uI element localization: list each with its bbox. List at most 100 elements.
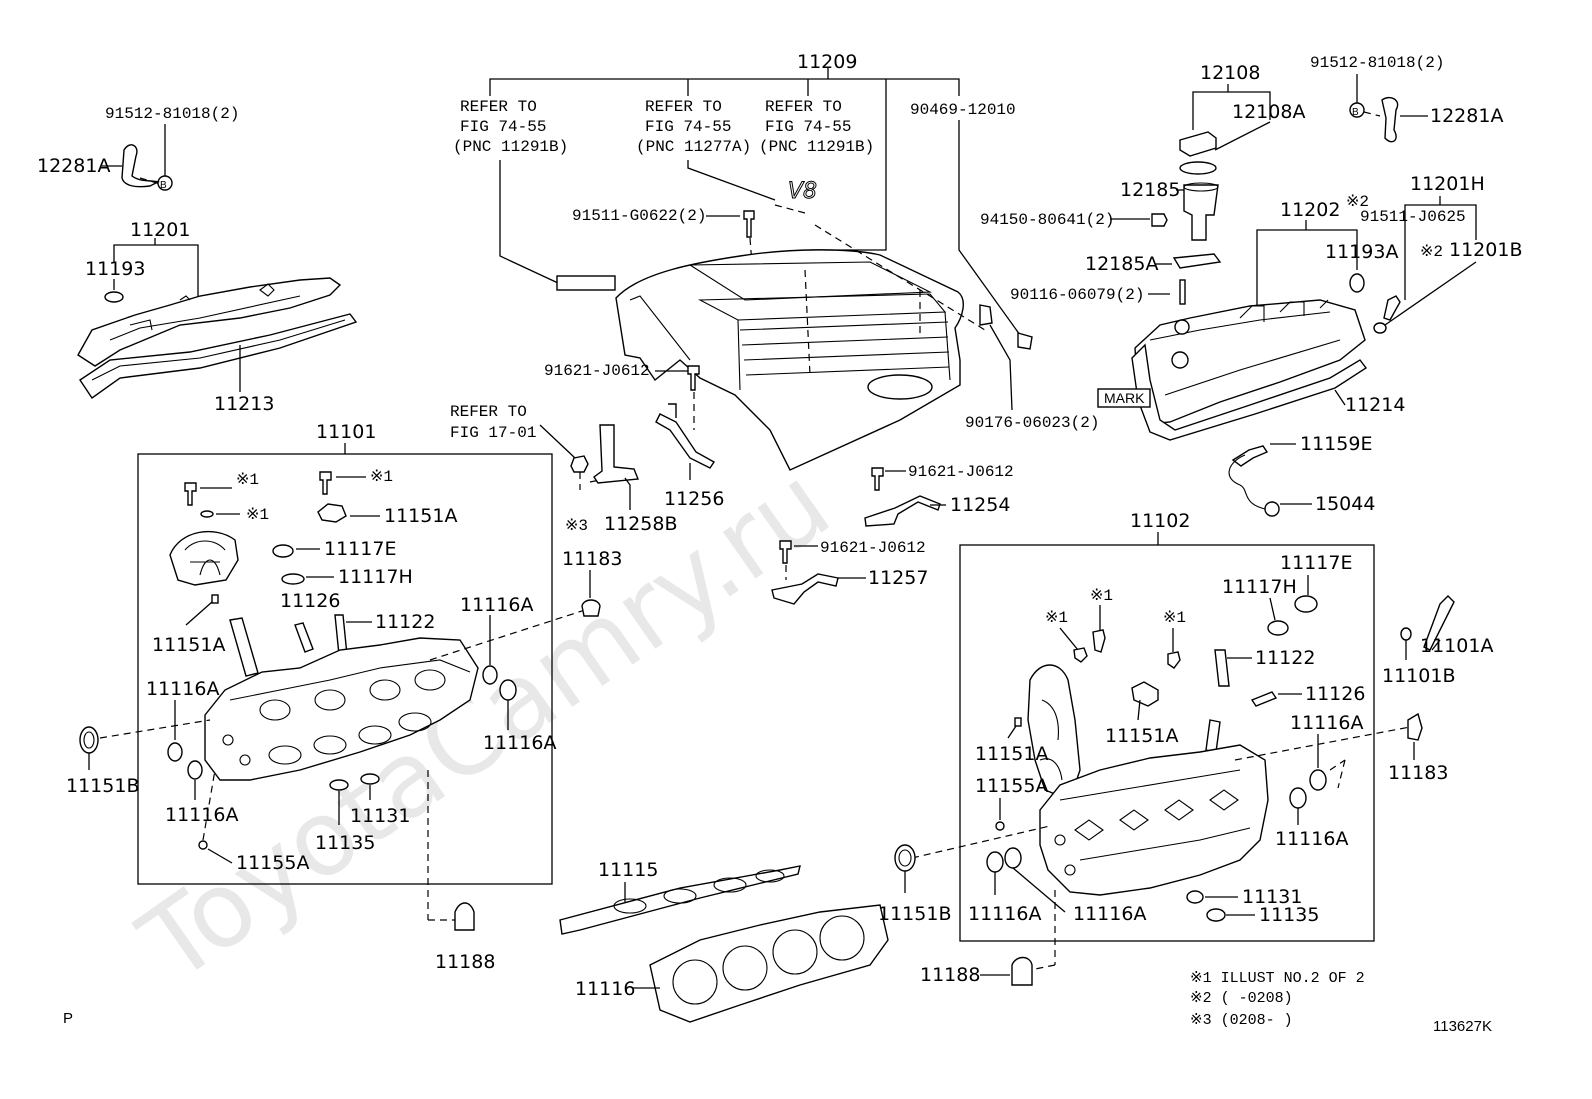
- oil-filler-pipe-12185[interactable]: [1183, 184, 1219, 241]
- part-number-91621-j0612-a[interactable]: 91621-J0612: [544, 362, 650, 380]
- part-number-11116[interactable]: 11116: [575, 978, 635, 1000]
- part-number-11214[interactable]: 11214: [1345, 394, 1405, 416]
- part-number-11126-left[interactable]: 11126: [280, 590, 340, 612]
- engine-hanger-12281a-left[interactable]: [121, 144, 161, 188]
- part-number-11117h-right[interactable]: 11117H: [1222, 576, 1297, 598]
- part-number-11131-left[interactable]: 11131: [350, 805, 410, 827]
- stud-11101a: [1423, 595, 1455, 651]
- refer-to-fig-17-01[interactable]: REFER TO FIG 17-01: [450, 403, 536, 442]
- gasket-11115[interactable]: [559, 865, 801, 935]
- cam-bearing-cap-11151a-right: [1131, 681, 1159, 707]
- part-number-11209[interactable]: 11209: [797, 51, 857, 73]
- head-cover-gasket-11213[interactable]: [79, 313, 358, 399]
- part-number-11115[interactable]: 11115: [598, 859, 658, 881]
- part-number-91511-g0622[interactable]: 91511-G0622(2): [572, 207, 706, 225]
- part-number-11101[interactable]: 11101: [316, 421, 376, 443]
- bolt-icon: [319, 471, 332, 495]
- part-number-11126-right[interactable]: 11126: [1305, 683, 1365, 705]
- part-number-11135-left[interactable]: 11135: [315, 832, 375, 854]
- plug-11117e: [272, 544, 294, 558]
- part-number-11201[interactable]: 11201: [130, 219, 190, 241]
- part-number-11188-right[interactable]: 11188: [920, 964, 980, 986]
- part-number-12281a-left[interactable]: 12281A: [37, 155, 110, 177]
- part-number-11193[interactable]: 11193: [85, 258, 145, 280]
- part-number-11151a-d[interactable]: 11151A: [975, 743, 1048, 765]
- oil-filler-cap-12108[interactable]: [1179, 131, 1217, 157]
- refer-to-fig-74-55-11291b-right[interactable]: REFER TO FIG 74-55 (PNC 11291B): [759, 98, 874, 156]
- head-cover-gasket-11214[interactable]: [1131, 343, 1368, 441]
- part-number-91512-81018-left[interactable]: 91512-81018(2): [105, 105, 239, 123]
- part-number-11131-right[interactable]: 11131: [1242, 886, 1302, 908]
- part-number-11201h[interactable]: 11201H: [1410, 173, 1485, 195]
- head-gasket-11116[interactable]: [649, 904, 889, 1023]
- cylinder-head-cover-11201[interactable]: [77, 277, 342, 367]
- part-number-12185a[interactable]: 12185A: [1085, 253, 1158, 275]
- part-number-11117h-left[interactable]: 11117H: [338, 566, 413, 588]
- part-number-11151a-a[interactable]: 11151A: [384, 505, 457, 527]
- part-number-11213[interactable]: 11213: [214, 393, 274, 415]
- part-number-11116a-4[interactable]: 11116A: [165, 804, 238, 826]
- bracket-11258b[interactable]: [593, 424, 639, 484]
- refer-to-fig-74-55-11291b-left[interactable]: REFER TO FIG 74-55 (PNC 11291B): [453, 98, 568, 156]
- part-number-12281a-right[interactable]: 12281A: [1430, 105, 1503, 127]
- part-number-11155a-right[interactable]: 11155A: [975, 775, 1048, 797]
- part-number-11201b[interactable]: 11201B: [1449, 239, 1522, 261]
- part-number-11151a-b[interactable]: 11151A: [152, 634, 225, 656]
- part-number-12108[interactable]: 12108: [1200, 62, 1260, 84]
- part-number-11116a-1[interactable]: 11116A: [460, 594, 533, 616]
- part-number-11116a-2[interactable]: 11116A: [483, 732, 556, 754]
- bracket-11257[interactable]: [771, 573, 839, 605]
- part-number-11116a-5[interactable]: 11116A: [1290, 712, 1363, 734]
- note-marker-x1: ※1: [1090, 587, 1113, 605]
- part-number-11117e-left[interactable]: 11117E: [324, 538, 396, 560]
- gasket-11117h-right: [1267, 620, 1289, 636]
- bracket-11254[interactable]: [864, 495, 941, 527]
- bracket-11256[interactable]: [655, 403, 716, 469]
- part-number-91511-j0625[interactable]: 91511-J0625: [1360, 208, 1466, 226]
- part-number-11151a-c[interactable]: 11151A: [1105, 725, 1178, 747]
- part-number-11257[interactable]: 11257: [868, 567, 928, 589]
- part-number-90469-12010[interactable]: 90469-12010: [910, 101, 1016, 119]
- part-number-91512-81018-right[interactable]: 91512-81018(2): [1310, 54, 1444, 72]
- part-number-11202[interactable]: 11202: [1280, 199, 1340, 221]
- part-number-11159e[interactable]: 11159E: [1300, 433, 1372, 455]
- part-number-11188-left[interactable]: 11188: [435, 951, 495, 973]
- part-number-90176-06023[interactable]: 90176-06023(2): [965, 414, 1099, 432]
- part-number-11258b[interactable]: 11258B: [604, 513, 677, 535]
- part-number-11122-right[interactable]: 11122: [1255, 647, 1315, 669]
- part-number-11151b-right[interactable]: 11151B: [878, 903, 951, 925]
- note-marker-x1: ※1: [1163, 609, 1186, 627]
- part-number-11116a-6[interactable]: 11116A: [1275, 828, 1348, 850]
- part-number-11155a-left[interactable]: 11155A: [236, 852, 309, 874]
- part-number-91621-j0612-c[interactable]: 91621-J0612: [820, 539, 926, 557]
- part-number-12108a[interactable]: 12108A: [1232, 101, 1305, 123]
- part-number-11183-right[interactable]: 11183: [1388, 762, 1448, 784]
- part-number-11122-left[interactable]: 11122: [375, 611, 435, 633]
- part-number-11102[interactable]: 11102: [1130, 510, 1190, 532]
- ref-line-1: REFER TO: [450, 403, 527, 421]
- right-cylinder-head-group: 11102 11117E 11117H ※1 ※1 ※1 11122 11126…: [911, 510, 1411, 971]
- part-number-11116a-8[interactable]: 11116A: [1073, 903, 1146, 925]
- part-number-11101b[interactable]: 11101B: [1382, 665, 1455, 687]
- part-number-91621-j0612-b[interactable]: 91621-J0612: [908, 463, 1014, 481]
- refer-to-fig-74-55-11277a[interactable]: REFER TO FIG 74-55 (PNC 11277A): [636, 98, 751, 156]
- part-number-11151b-left[interactable]: 11151B: [66, 775, 139, 797]
- engine-hanger-12281a-right[interactable]: [1381, 96, 1399, 143]
- cylinder-head-11101[interactable]: [204, 637, 479, 781]
- part-number-90116-06079[interactable]: 90116-06079(2): [1010, 286, 1144, 304]
- part-number-11117e-right[interactable]: 11117E: [1280, 552, 1352, 574]
- part-number-11135-right[interactable]: 11135: [1259, 904, 1319, 926]
- pin-11155a: [198, 840, 208, 850]
- part-number-11254[interactable]: 11254: [950, 494, 1010, 516]
- part-number-11116a-3[interactable]: 11116A: [146, 678, 219, 700]
- part-number-94150-80641[interactable]: 94150-80641(2): [980, 211, 1114, 229]
- part-number-11183-left[interactable]: 11183: [562, 548, 622, 570]
- right-head-cover-group: 12108 12108A 12185 94150-80641(2) 12185A…: [980, 54, 1522, 441]
- part-number-11256[interactable]: 11256: [664, 488, 724, 510]
- part-number-11116a-7[interactable]: 11116A: [968, 903, 1041, 925]
- part-number-11193a[interactable]: 11193A: [1325, 241, 1398, 263]
- part-number-15044[interactable]: 15044: [1315, 493, 1375, 515]
- part-number-11101a[interactable]: 11101A: [1420, 635, 1493, 657]
- nut-94150: [1151, 213, 1168, 227]
- part-number-12185[interactable]: 12185: [1120, 179, 1180, 201]
